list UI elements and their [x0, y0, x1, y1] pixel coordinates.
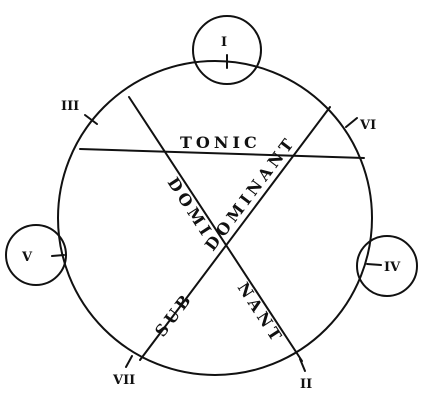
degree-label-III: III: [61, 99, 79, 114]
degree-label-II: II: [300, 377, 312, 392]
degree-IV-circle: [356, 235, 418, 297]
tonic-label: TONIC: [180, 133, 261, 152]
dominant-diagonal-line: [128, 96, 303, 362]
degree-V-circle: [5, 224, 67, 286]
tick-IV: [366, 263, 382, 266]
tick-II: [299, 358, 306, 372]
dominant-label-lower: NANT: [234, 279, 288, 348]
degree-label-IV: IV: [384, 260, 401, 275]
tick-VII: [125, 355, 133, 368]
subdominant-diagonal-line: [139, 106, 331, 361]
subdominant-label-upper: SUB: [151, 288, 197, 340]
degree-label-VII: VII: [112, 373, 135, 388]
degree-label-V: V: [21, 250, 33, 265]
degree-I-circle: [192, 15, 262, 85]
tonic-chord-line: [79, 148, 365, 159]
degree-label-VI: VI: [359, 118, 376, 133]
main-circle: [57, 60, 373, 376]
tick-V: [51, 254, 65, 257]
tick-VI: [345, 117, 358, 128]
degree-label-I: I: [221, 35, 227, 50]
tick-III: [84, 114, 98, 125]
